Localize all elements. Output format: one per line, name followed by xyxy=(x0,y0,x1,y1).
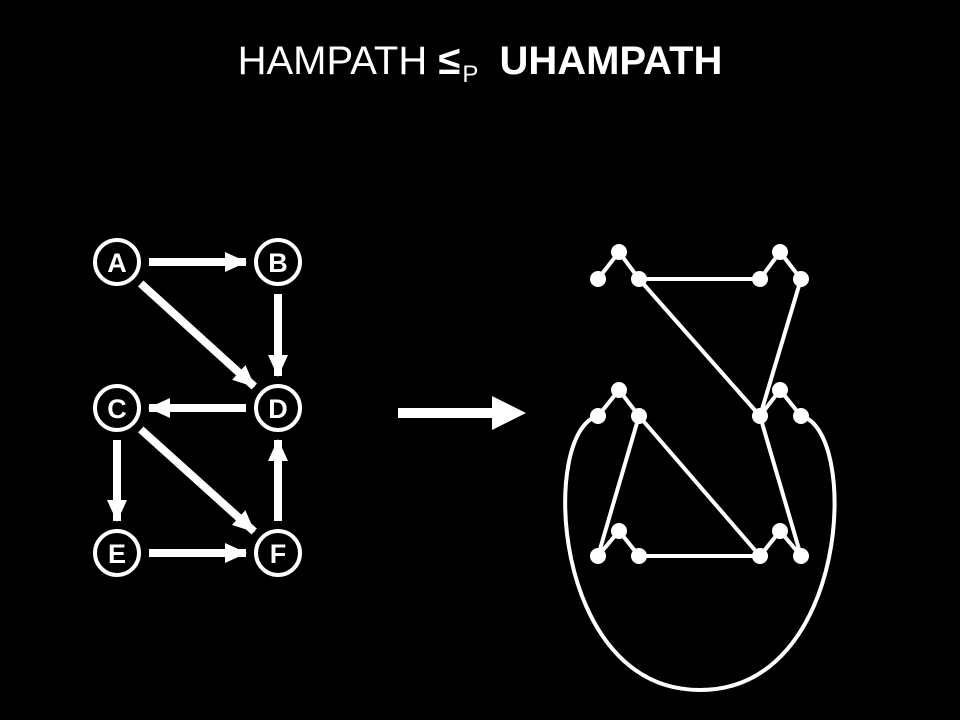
node-b xyxy=(254,238,302,286)
ug-node xyxy=(793,548,809,564)
ug-node xyxy=(631,548,647,564)
directed-graph: A B C D E F xyxy=(93,238,302,577)
ug-node xyxy=(631,408,647,424)
ug-node xyxy=(752,271,768,287)
directed-graph-nodes: A B C D E F xyxy=(93,238,302,577)
page-title: HAMPATH ≤P UHAMPATH xyxy=(0,36,960,100)
title-reduction-subscript: P xyxy=(462,61,479,88)
ug-node xyxy=(590,548,606,564)
ug-node xyxy=(631,271,647,287)
node-label-a: A xyxy=(107,248,127,278)
edge-c-f xyxy=(637,414,762,558)
node-d xyxy=(254,384,302,432)
transform-arrow xyxy=(398,396,526,430)
edge-b-d xyxy=(758,277,803,418)
ug-node xyxy=(793,408,809,424)
title-reduction-symbol: ≤ xyxy=(438,39,461,83)
ug-node xyxy=(590,271,606,287)
ug-node xyxy=(611,523,627,539)
ug-node xyxy=(752,548,768,564)
edge-a-d xyxy=(138,280,257,390)
directed-graph-edges xyxy=(107,252,288,563)
node-f xyxy=(254,529,302,577)
ug-node xyxy=(611,382,627,398)
ug-node xyxy=(752,408,768,424)
edge-f-d xyxy=(758,414,803,558)
ug-node xyxy=(772,523,788,539)
edge-c-e xyxy=(596,414,641,558)
ug-node xyxy=(772,244,788,260)
edge-c-f xyxy=(138,426,257,535)
node-label-e: E xyxy=(108,539,126,569)
edge-a-d xyxy=(637,277,762,418)
title-left-problem: HAMPATH xyxy=(237,39,428,83)
node-label-d: D xyxy=(268,394,288,424)
ug-node xyxy=(611,244,627,260)
ug-node xyxy=(793,271,809,287)
ug-node xyxy=(590,408,606,424)
node-label-b: B xyxy=(268,248,288,278)
title-right-problem: UHAMPATH xyxy=(499,39,723,83)
undirected-graph xyxy=(563,248,837,693)
edge-d-c-loop xyxy=(563,414,837,693)
node-c xyxy=(93,384,141,432)
node-a xyxy=(93,238,141,286)
node-label-c: C xyxy=(107,394,127,424)
ug-node xyxy=(772,382,788,398)
node-e xyxy=(93,529,141,577)
undirected-graph-nodes xyxy=(590,244,809,564)
node-label-f: F xyxy=(270,539,287,569)
